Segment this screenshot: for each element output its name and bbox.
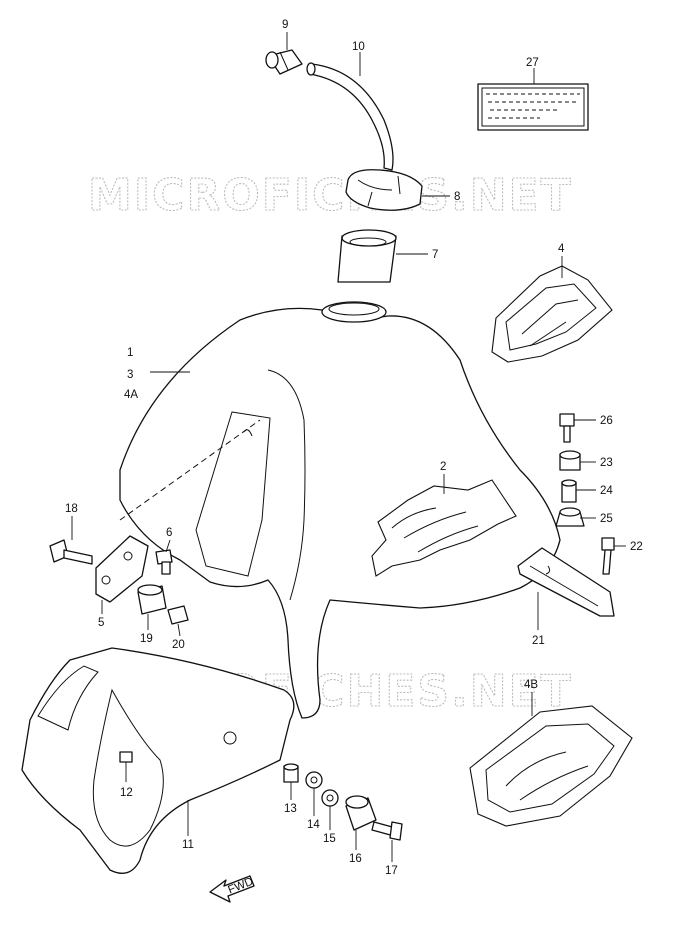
callout-23: 23 [600,457,613,469]
part-14-washer[interactable] [305,771,323,789]
part-17-bolt[interactable] [371,821,403,841]
part-4-decal[interactable] [491,265,613,363]
callout-26: 26 [600,415,613,427]
callout-7: 7 [432,249,438,261]
callout-27: 27 [526,57,539,69]
part-1-fuel-tank[interactable] [119,301,561,719]
part-7-filler-strainer[interactable] [337,229,397,283]
part-23-cushion[interactable] [559,450,581,471]
leader-lines [71,32,626,862]
callout-22: 22 [630,541,643,553]
callout-4b: 4B [524,679,538,691]
callout-3: 3 [127,369,133,381]
watermark-top: MICROFICHES.NET [88,170,573,221]
part-4b-decal[interactable] [469,705,633,827]
callout-6: 6 [166,527,172,539]
part-19-damper[interactable] [137,584,167,615]
callout-20: 20 [172,639,185,651]
part-22-bolt[interactable] [601,537,615,575]
part-25-grommet[interactable] [555,507,585,527]
part-2-tank-graphic[interactable] [371,479,517,577]
callout-14: 14 [307,819,320,831]
callout-13: 13 [284,803,297,815]
part-24-collar[interactable] [561,479,577,503]
callout-5: 5 [98,617,104,629]
part-13-collar[interactable] [283,763,299,783]
callout-12: 12 [120,787,133,799]
part-27-caution-label[interactable] [477,83,589,131]
part-12-screw[interactable] [119,751,133,763]
part-26-bolt[interactable] [559,413,575,443]
part-15-washer[interactable] [321,789,339,807]
fwd-label: FWD [226,876,255,897]
callout-18: 18 [65,503,78,515]
callout-17: 17 [385,865,398,877]
part-21-bracket[interactable] [517,547,615,617]
callout-1: 1 [127,347,133,359]
part-9-hose-clamp[interactable] [265,49,303,75]
callout-labels: 9 10 27 8 7 4 1 3 4A 2 26 23 24 25 22 21… [65,19,643,877]
part-6-bolt[interactable] [155,549,173,575]
callout-4a: 4A [124,389,138,401]
callout-25: 25 [600,513,613,525]
callout-16: 16 [349,853,362,865]
callout-2: 2 [440,461,446,473]
callout-4: 4 [558,243,565,255]
callout-9: 9 [282,19,288,31]
part-20-collar[interactable] [167,605,189,625]
part-18-bolt[interactable] [49,539,93,565]
callout-10: 10 [352,41,365,53]
callout-15: 15 [323,833,336,845]
part-8-fuel-cap[interactable] [345,169,423,211]
fwd-direction-arrow: FWD [209,875,255,903]
part-16-cushion[interactable] [345,795,377,831]
callout-24: 24 [600,485,613,497]
callout-11: 11 [182,839,194,851]
part-10-breather-hose[interactable] [306,62,394,171]
callout-8: 8 [454,191,460,203]
callout-19: 19 [140,633,153,645]
part-5-mount-bracket[interactable] [95,535,149,603]
callout-21: 21 [532,635,545,647]
part-11-side-shroud[interactable] [21,647,295,874]
